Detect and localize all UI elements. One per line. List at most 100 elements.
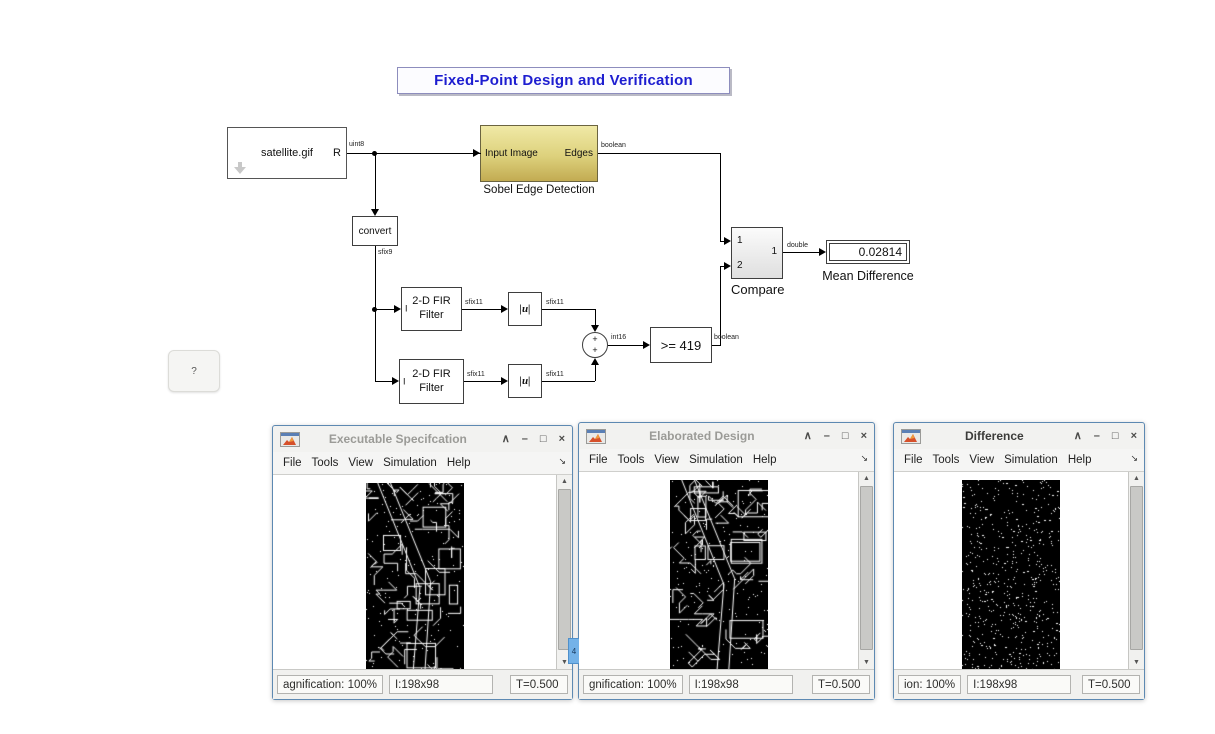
arrowhead [724, 237, 731, 245]
scroll-down-icon[interactable]: ▼ [1133, 659, 1140, 666]
status-bar: agnification: 100% I:198x98 T=0.500 [273, 670, 572, 699]
menu-overflow-icon[interactable]: ↘ [1130, 453, 1138, 463]
title-bar[interactable]: Difference ∧ – □ × [894, 423, 1144, 449]
wire [595, 365, 596, 381]
close-icon[interactable]: × [1130, 429, 1137, 442]
menu-tools[interactable]: Tools [932, 454, 960, 466]
close-icon[interactable]: × [860, 429, 867, 442]
vertical-scrollbar[interactable]: ▲ ▼ [556, 475, 572, 669]
help-button-label: ? [191, 365, 197, 377]
menu-file[interactable]: File [589, 454, 608, 466]
menu-file[interactable]: File [283, 457, 302, 469]
signal-label-double: double [787, 242, 809, 249]
menu-help[interactable]: Help [446, 457, 471, 469]
maximize-icon[interactable]: □ [841, 429, 849, 442]
menu-help[interactable]: Help [1067, 454, 1092, 466]
menu-simulation[interactable]: Simulation [383, 457, 437, 469]
model-title-banner: Fixed-Point Design and Verification [397, 67, 730, 94]
scroll-up-icon[interactable]: ▲ [1133, 475, 1140, 482]
compare-subsystem-block[interactable]: 1 2 1 [731, 227, 783, 279]
arrowhead [501, 305, 508, 313]
status-magnification: agnification: 100% [277, 675, 383, 694]
viewer-window-executable-specification: Executable Specifcation ∧ – □ × File Too… [272, 425, 573, 700]
window-title: Executable Specifcation [328, 432, 467, 446]
collapse-icon[interactable]: ∧ [803, 429, 812, 442]
wire [720, 241, 725, 242]
wire [347, 153, 481, 154]
scrollbar-thumb[interactable] [558, 489, 571, 650]
close-icon[interactable]: × [558, 432, 565, 445]
scroll-up-icon[interactable]: ▲ [561, 478, 568, 485]
signal-label-boolean-top: boolean [601, 142, 626, 149]
arrowhead [392, 377, 399, 385]
wire [375, 309, 396, 310]
image-viewport [894, 472, 1128, 669]
wire [462, 309, 501, 310]
menu-overflow-icon[interactable]: ↘ [558, 456, 566, 466]
maximize-icon[interactable]: □ [539, 432, 547, 445]
window-title: Difference [965, 429, 1024, 443]
menu-simulation[interactable]: Simulation [689, 454, 743, 466]
scrollbar-thumb[interactable] [860, 486, 873, 650]
collapse-icon[interactable]: ∧ [501, 432, 510, 445]
fir-bottom-label-line1: 2-D FIR [412, 367, 451, 380]
menu-bar: File Tools View Simulation Help ↘ [894, 449, 1144, 472]
menu-tools[interactable]: Tools [311, 457, 339, 469]
fir-bottom-label-line2: Filter [419, 381, 444, 394]
menu-help[interactable]: Help [752, 454, 777, 466]
edge-image [365, 483, 464, 669]
help-button[interactable]: ? [168, 350, 220, 392]
fir-filter-block-top[interactable]: I 2-D FIR Filter [401, 287, 462, 331]
window-title: Elaborated Design [649, 429, 755, 443]
convert-label: convert [358, 225, 392, 237]
status-magnification: gnification: 100% [583, 675, 683, 694]
vertical-scrollbar[interactable]: ▲ ▼ [1128, 472, 1144, 669]
wire [542, 309, 595, 310]
maximize-icon[interactable]: □ [1111, 429, 1119, 442]
minimize-icon[interactable]: – [823, 429, 830, 442]
mean-difference-display-block[interactable]: 0.02814 [826, 240, 910, 264]
menu-view[interactable]: View [969, 454, 995, 466]
wire [375, 246, 376, 381]
scroll-up-icon[interactable]: ▲ [863, 475, 870, 482]
edge-image [669, 480, 768, 669]
arrowhead [394, 305, 401, 313]
sobel-in-port-label: Input Image [485, 148, 538, 159]
compare-in1-port: 1 [737, 235, 743, 246]
menu-view[interactable]: View [348, 457, 374, 469]
sum-block[interactable]: + + [582, 332, 608, 358]
abs-block-top[interactable]: |u| [508, 292, 542, 326]
convert-block[interactable]: convert [352, 216, 398, 246]
wire [542, 381, 595, 382]
scrollbar-thumb[interactable] [1130, 486, 1143, 650]
vertical-scrollbar[interactable]: ▲ ▼ [858, 472, 874, 669]
fir-bottom-in-port: I [403, 375, 406, 386]
scroll-down-icon[interactable]: ▼ [863, 659, 870, 666]
image-source-block[interactable]: satellite.gif R [227, 127, 347, 179]
scroll-down-icon[interactable]: ▼ [561, 659, 568, 666]
status-bar: ion: 100% I:198x98 T=0.500 [894, 670, 1144, 699]
minimize-icon[interactable]: – [521, 432, 528, 445]
matlab-icon [901, 428, 921, 444]
menu-file[interactable]: File [904, 454, 923, 466]
menu-simulation[interactable]: Simulation [1004, 454, 1058, 466]
fir-filter-block-bottom[interactable]: I 2-D FIR Filter [399, 359, 464, 404]
threshold-compare-block[interactable]: >= 419 [650, 327, 712, 363]
sobel-edge-detection-block[interactable]: Input Image Edges [480, 125, 598, 182]
title-bar[interactable]: Executable Specifcation ∧ – □ × [273, 426, 572, 452]
wire [783, 252, 820, 253]
menu-bar: File Tools View Simulation Help ↘ [273, 452, 572, 475]
collapse-icon[interactable]: ∧ [1073, 429, 1082, 442]
menu-tools[interactable]: Tools [617, 454, 645, 466]
wire [464, 381, 501, 382]
title-bar[interactable]: Elaborated Design ∧ – □ × [579, 423, 874, 449]
menu-view[interactable]: View [654, 454, 680, 466]
minimize-icon[interactable]: – [1093, 429, 1100, 442]
fir-top-label-line1: 2-D FIR [412, 295, 451, 308]
compare-in2-port: 2 [737, 260, 743, 271]
source-filename: satellite.gif [261, 147, 313, 159]
menu-overflow-icon[interactable]: ↘ [860, 453, 868, 463]
abs-block-bottom[interactable]: |u| [508, 364, 542, 398]
wire [608, 345, 644, 346]
